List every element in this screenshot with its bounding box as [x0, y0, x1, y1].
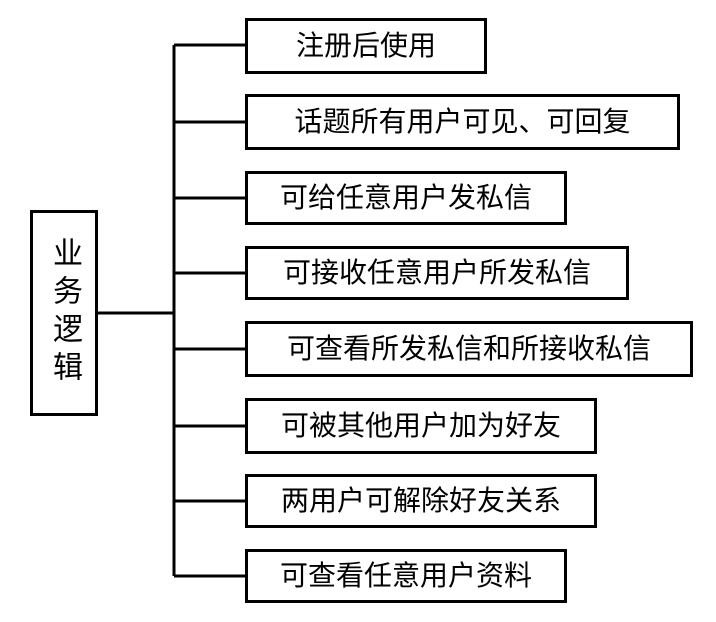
branch-label-5: 可查看所发私信和所接收私信 — [286, 332, 651, 365]
branch-label-3: 可给任意用户发私信 — [279, 181, 532, 214]
branch-label-2: 话题所有用户可见、可回复 — [294, 105, 631, 138]
branch-node-3: 可给任意用户发私信 — [245, 171, 567, 225]
branch-node-7: 两用户可解除好友关系 — [245, 474, 597, 528]
branch-label-4: 可接收任意用户所发私信 — [282, 256, 591, 289]
branch-label-8: 可查看任意用户资料 — [279, 559, 532, 592]
branch-label-1: 注册后使用 — [295, 29, 436, 62]
branch-node-8: 可查看任意用户资料 — [245, 549, 567, 603]
branch-label-6: 可被其他用户加为好友 — [280, 409, 561, 442]
root-node: 业务逻辑 — [30, 210, 98, 416]
branch-node-6: 可被其他用户加为好友 — [245, 398, 597, 454]
root-label: 业务逻辑 — [47, 237, 82, 389]
branch-node-1: 注册后使用 — [245, 18, 487, 74]
branch-node-4: 可接收任意用户所发私信 — [245, 246, 629, 300]
branch-node-5: 可查看所发私信和所接收私信 — [245, 321, 693, 377]
branch-label-7: 两用户可解除好友关系 — [280, 484, 561, 517]
branch-node-2: 话题所有用户可见、可回复 — [245, 94, 680, 150]
